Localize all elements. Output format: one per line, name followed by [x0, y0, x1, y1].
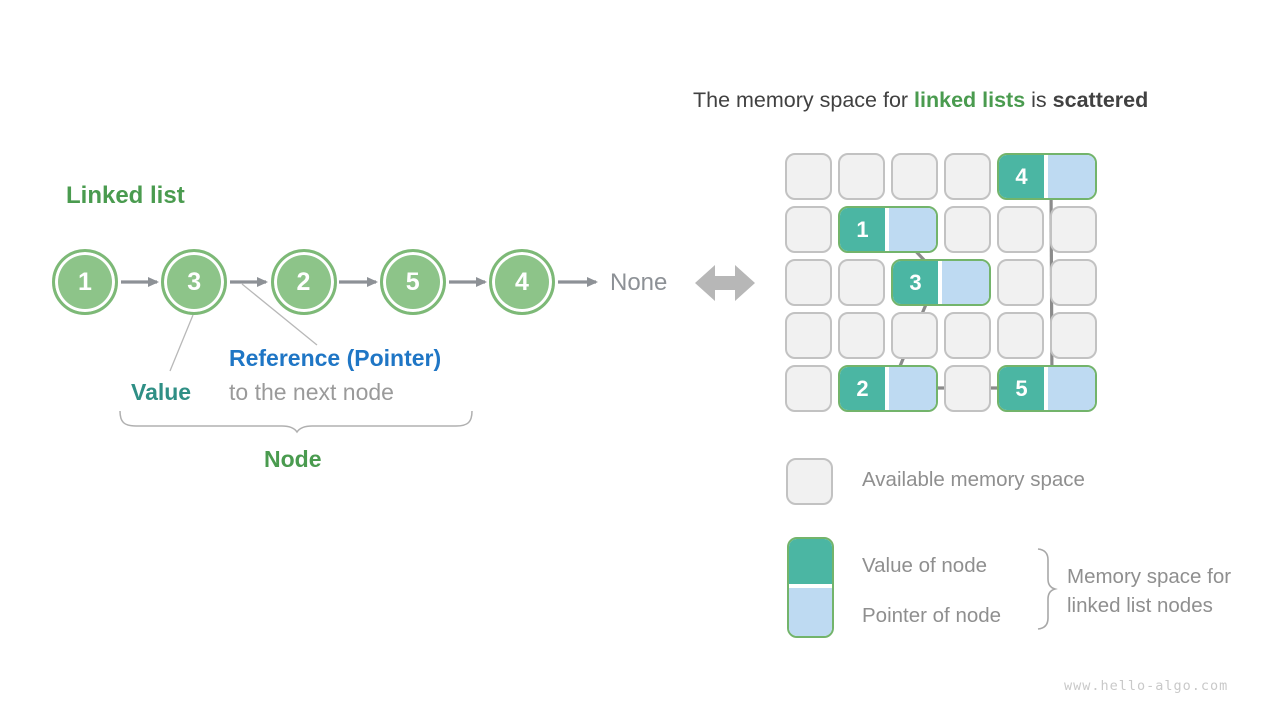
linked-list-node: 5: [379, 249, 446, 315]
linked-list-title: Linked list: [66, 182, 185, 209]
legend-pointer-label: Pointer of node: [862, 604, 1002, 627]
memory-cell-empty: [944, 206, 991, 253]
linked-list-node: 2: [270, 249, 337, 315]
linked-list-node: 4: [489, 249, 555, 315]
legend-brace-note-line2: linked list nodes: [1067, 593, 1213, 617]
memory-node-pointer: [1048, 367, 1095, 410]
legend-value-label: Value of node: [862, 554, 988, 577]
memory-node-pair: 2: [838, 365, 938, 412]
memory-cell-empty: [997, 206, 1044, 253]
memory-cell-empty: [997, 259, 1044, 306]
memory-cell-empty: [785, 365, 832, 412]
legend-available-label: Available memory space: [862, 468, 1085, 491]
memory-title: The memory space for linked lists is sca…: [693, 88, 1148, 113]
memory-title-prefix: The memory space for: [693, 88, 915, 112]
memory-title-emphasis: scattered: [1052, 88, 1149, 112]
memory-node-pair: 5: [997, 365, 1097, 412]
legend-pointer-swatch: [789, 588, 832, 636]
legend-brace-note: Memory space for linked list nodes: [1067, 563, 1231, 620]
memory-cell-empty: [1050, 259, 1097, 306]
legend-value-swatch: [789, 539, 832, 584]
memory-node-value: 4: [999, 155, 1044, 198]
memory-cell-empty: [785, 153, 832, 200]
memory-cell-empty: [785, 312, 832, 359]
legend-brace: [1037, 548, 1058, 630]
memory-node-value: 2: [840, 367, 885, 410]
memory-cell-empty: [944, 312, 991, 359]
memory-cell-empty: [1050, 312, 1097, 359]
watermark: www.hello-algo.com: [1064, 678, 1229, 694]
memory-cell-empty: [838, 312, 885, 359]
memory-cell-empty: [838, 259, 885, 306]
memory-node-value: 3: [893, 261, 938, 304]
memory-node-pair: 3: [891, 259, 991, 306]
equivalence-arrow-icon: [695, 265, 755, 301]
legend-brace-note-line1: Memory space for: [1067, 565, 1232, 588]
memory-node-pair: 4: [997, 153, 1097, 200]
reference-sublabel: to the next node: [229, 379, 394, 405]
memory-cell-empty: [891, 153, 938, 200]
memory-node-pair: 1: [838, 206, 938, 253]
node-label: Node: [264, 446, 322, 472]
memory-node-pointer: [1048, 155, 1095, 198]
linked-list-node: 1: [52, 249, 118, 315]
memory-node-pointer: [889, 367, 936, 410]
memory-node-pointer: [942, 261, 989, 304]
memory-cell-empty: [838, 153, 885, 200]
value-label: Value: [131, 379, 192, 405]
memory-cell-empty: [785, 206, 832, 253]
memory-title-middle: is: [1025, 88, 1053, 112]
none-label: None: [610, 269, 668, 296]
node-brace: [119, 410, 473, 434]
legend-available-cell: [786, 458, 833, 505]
legend-node-pair: [787, 537, 834, 638]
memory-title-highlight: linked lists: [914, 88, 1026, 112]
memory-node-value: 5: [999, 367, 1044, 410]
memory-cell-empty: [1050, 206, 1097, 253]
reference-pointer-label: Reference (Pointer): [229, 345, 442, 371]
memory-cell-empty: [785, 259, 832, 306]
memory-cell-empty: [891, 312, 938, 359]
memory-node-pointer: [889, 208, 936, 251]
memory-cell-empty: [944, 365, 991, 412]
memory-cell-empty: [944, 153, 991, 200]
memory-cell-empty: [997, 312, 1044, 359]
memory-node-value: 1: [840, 208, 885, 251]
linked-list-node: 3: [161, 249, 228, 315]
